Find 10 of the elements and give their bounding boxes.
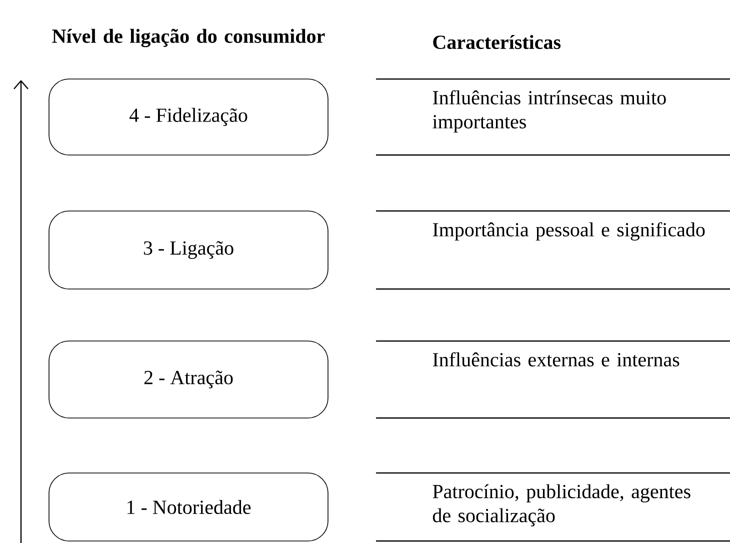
characteristic-text: Importância pessoal e significado (432, 222, 705, 241)
level-box: 2 - Atração (48, 340, 328, 418)
characteristic-text: Patrocínio, publicidade, agentes de socialização (432, 484, 690, 526)
characteristic-text: Influências intrínsecas muito importantes (432, 90, 666, 133)
level-box: 1 - Notoriedade (48, 472, 328, 542)
column-heading: Nível de ligação do consumidor (52, 28, 325, 48)
level-box: 3 - Ligação (48, 210, 328, 290)
characteristic-text: Influências externas e internas (432, 352, 680, 366)
level-box: 4 - Fidelização (48, 78, 328, 156)
column-heading: Características (433, 34, 561, 50)
